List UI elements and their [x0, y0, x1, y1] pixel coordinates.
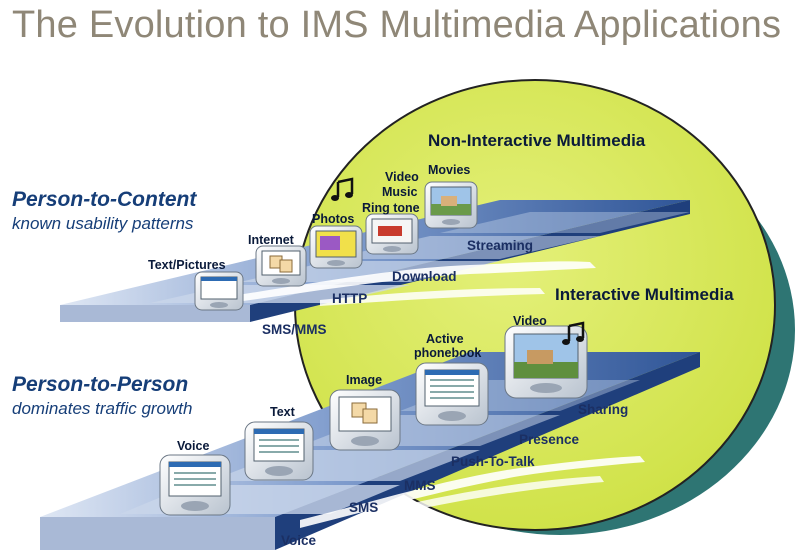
person-heading: Person-to-Person: [12, 373, 189, 396]
step-push-to-talk: Push-To-Talk: [451, 454, 535, 469]
phone-text: [244, 421, 314, 481]
phone-label-active: Active: [426, 332, 464, 346]
phone-internet: [255, 245, 307, 287]
phone-video-music: [365, 213, 419, 255]
step-mms: MMS: [404, 478, 436, 493]
step-http: HTTP: [332, 291, 367, 306]
region-interactive: Interactive Multimedia: [555, 285, 734, 304]
phone-image: [329, 389, 401, 451]
phone-label-video: Video: [385, 170, 419, 184]
content-heading: Person-to-Content: [12, 188, 197, 211]
music-note-icon: [562, 321, 585, 345]
step-sms-mms: SMS/MMS: [262, 322, 327, 337]
phone-label-phonebook: phonebook: [414, 346, 481, 360]
phone-voice: [159, 454, 231, 516]
phone-video: [504, 325, 588, 399]
phone-label-internet: Internet: [248, 233, 295, 247]
phone-label-text-pictures: Text/Pictures: [148, 258, 226, 272]
music-note-icon: [331, 177, 354, 201]
phone-text-pictures: [194, 271, 244, 311]
phone-label-image: Image: [346, 373, 382, 387]
phone-label-photos: Photos: [312, 212, 354, 226]
phone-label-movies: Movies: [428, 163, 470, 177]
phone-movies: [424, 181, 478, 229]
step-download: Download: [392, 269, 457, 284]
step-streaming: Streaming: [467, 238, 533, 253]
step-voice: Voice: [281, 533, 317, 548]
phone-label-ring-tone: Ring tone: [362, 201, 420, 215]
phone-active-phonebook: [415, 362, 489, 426]
phone-label-voice: Voice: [177, 439, 209, 453]
step-sms: SMS: [349, 500, 378, 515]
step-sharing: Sharing: [578, 402, 628, 417]
content-subtitle: known usability patterns: [12, 214, 194, 233]
phone-label-video-person: Video: [513, 314, 547, 328]
person-subtitle: dominates traffic growth: [12, 399, 193, 418]
slide-title: The Evolution to IMS Multimedia Applicat…: [12, 4, 782, 46]
phone-label-text: Text: [270, 405, 296, 419]
step-presence: Presence: [519, 432, 580, 447]
phone-label-music: Music: [382, 185, 417, 199]
region-non-interactive: Non-Interactive Multimedia: [428, 131, 646, 150]
phone-photos: [309, 225, 363, 269]
